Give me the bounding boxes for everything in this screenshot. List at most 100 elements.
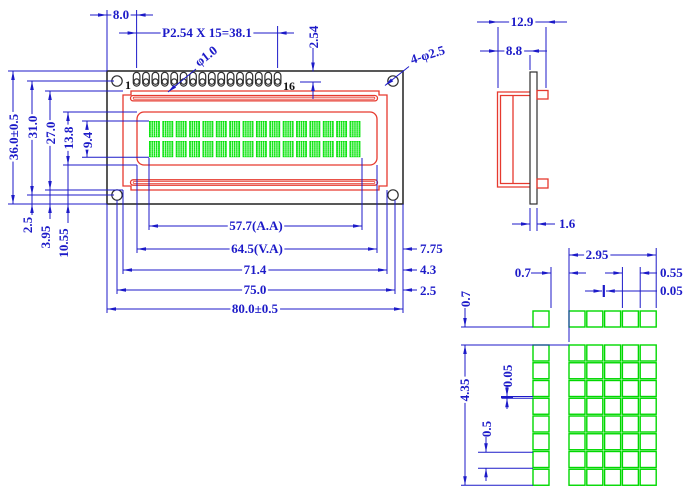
pin-hole-pad	[199, 78, 206, 85]
bezel-top-slot	[129, 94, 379, 102]
pin-hole-pad	[170, 78, 178, 85]
character-cell	[215, 121, 227, 138]
pin-hole-pad	[217, 78, 225, 85]
dimension-arrow	[123, 268, 132, 272]
dim-label-dot-pitch: 0.55	[660, 265, 683, 280]
dot	[532, 450, 550, 469]
dot	[639, 468, 657, 486]
dot	[532, 310, 550, 328]
pin-header	[132, 71, 282, 87]
label-mask	[509, 13, 536, 30]
dimension-arrow	[569, 253, 578, 257]
character-cell	[229, 121, 241, 138]
pin-hole-pad	[133, 78, 140, 85]
dim-label-width-bezel: 71.4	[244, 262, 267, 277]
character-cell	[269, 141, 281, 158]
character-cell	[349, 141, 361, 158]
dimension-arrow	[98, 13, 107, 17]
dot	[621, 433, 640, 451]
dim-label-dot-size: 0.5	[479, 420, 494, 437]
dimension-arrow	[136, 13, 146, 17]
character-matrix	[149, 121, 361, 158]
dimension-arrow	[368, 247, 377, 251]
dim-label-right-bezel: 4.3	[420, 262, 437, 277]
character-cell	[175, 141, 187, 158]
pin-1-label: 1	[125, 78, 131, 92]
character-cell	[282, 121, 294, 138]
character-cell	[322, 141, 334, 158]
dot	[568, 433, 586, 451]
dimension-arrow	[11, 195, 15, 204]
dim-label-bottom-va: 10.55	[56, 228, 71, 258]
dot	[568, 379, 586, 398]
dot	[639, 379, 657, 398]
character-cell	[202, 121, 214, 138]
dot-grid	[532, 310, 657, 486]
dimension-arrow	[30, 81, 34, 90]
dimension-arrow	[107, 307, 116, 311]
dimension-arrow	[489, 20, 498, 24]
character-cell	[269, 121, 281, 138]
pin-16-label: 16	[283, 79, 295, 93]
dimension-arrow	[11, 71, 15, 80]
character-cell	[336, 141, 348, 158]
label-mask	[160, 24, 254, 41]
dot	[586, 397, 604, 415]
pin-hole-pad	[189, 78, 197, 85]
dot	[532, 379, 550, 398]
dimension-arrow	[48, 181, 52, 190]
character-cell	[229, 141, 241, 158]
label-mask	[5, 111, 22, 162]
dot	[621, 468, 640, 486]
dot	[586, 468, 604, 486]
dimension-arrow	[403, 247, 412, 251]
character-cell	[309, 121, 321, 138]
dot	[639, 415, 657, 433]
dot	[532, 415, 550, 433]
label-mask	[242, 281, 268, 298]
dot	[568, 450, 586, 469]
dimension-arrow	[378, 268, 387, 272]
character-cell	[242, 141, 254, 158]
side-view	[496, 71, 549, 205]
dimension-arrow	[311, 82, 315, 91]
label-mask	[229, 240, 285, 257]
dimension-arrow	[277, 31, 287, 35]
dimension-arrow	[85, 121, 89, 130]
dot	[621, 310, 640, 328]
dimension-arrow	[593, 289, 603, 293]
dot	[532, 468, 550, 486]
dimension-arrow	[386, 288, 395, 292]
dimension-arrow	[30, 204, 34, 213]
dot	[603, 362, 622, 380]
dim-label-char-height: 4.35	[457, 378, 472, 401]
bezel-side-profile	[496, 91, 530, 188]
label-mask	[456, 376, 473, 403]
dot	[603, 450, 622, 469]
dimension-arrow	[463, 345, 467, 354]
dot	[603, 310, 622, 328]
dot	[586, 415, 604, 433]
dimension-arrow	[463, 476, 467, 486]
dimension-arrow	[537, 222, 546, 226]
dot	[532, 433, 550, 451]
label-mask	[60, 124, 77, 151]
bezel-bottom-slot-inner	[132, 181, 376, 184]
dimension-arrow	[640, 271, 650, 275]
dot	[621, 415, 640, 433]
dim-label-height-bezel: 27.0	[43, 122, 58, 145]
dimension-arrow	[48, 204, 52, 213]
dim-label-dot-gap: 0.05	[660, 283, 683, 298]
dot	[603, 415, 622, 433]
character-cell	[149, 121, 160, 138]
character-cell	[282, 141, 294, 158]
dimension-arrow	[489, 49, 498, 53]
character-cell	[215, 141, 227, 158]
dim-label-pin-offset: 8.0	[113, 7, 129, 22]
dimension-arrow	[66, 112, 70, 121]
dimension-arrow	[149, 224, 158, 228]
pin-hole-pad	[142, 78, 150, 85]
dimension-arrow	[613, 271, 623, 275]
pcb-side-profile	[529, 71, 538, 205]
